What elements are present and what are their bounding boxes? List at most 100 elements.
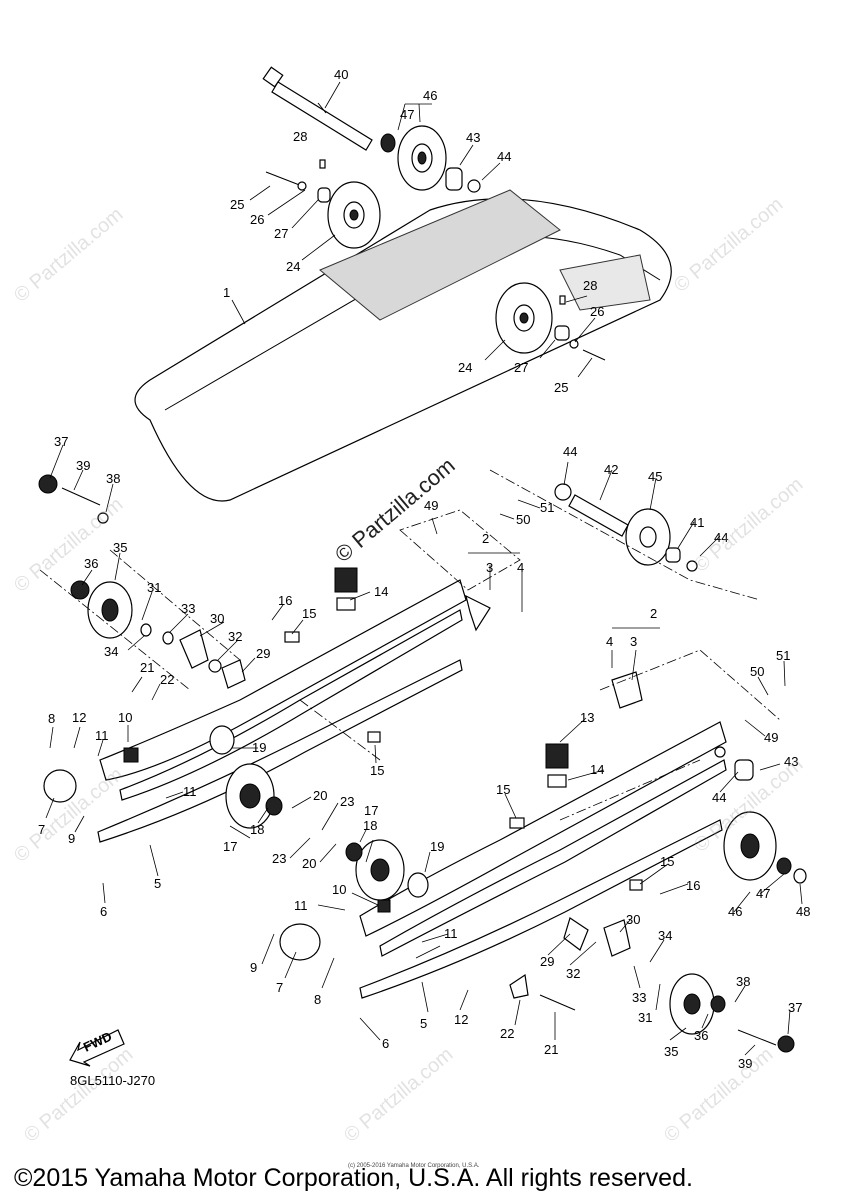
callout-4: 4	[517, 560, 524, 575]
shaft-42-wheel-45	[554, 483, 698, 572]
callout-35-b: 35	[664, 1044, 678, 1059]
callout-39-b: 39	[738, 1056, 752, 1071]
callout-46-b: 46	[728, 904, 742, 919]
callout-44-d: 44	[712, 790, 726, 805]
callout-7-b: 7	[276, 980, 283, 995]
callout-11: 11	[95, 728, 109, 743]
callout-29: 29	[256, 646, 270, 661]
callout-2-b: 2	[650, 606, 657, 621]
callout-13: 13	[580, 710, 594, 725]
callout-43-b: 43	[784, 754, 798, 769]
left-axle-assembly	[38, 474, 246, 689]
idler-wheel-46-top	[380, 125, 447, 191]
callout-47: 47	[400, 107, 414, 122]
callout-14: 14	[374, 584, 388, 599]
callout-47-b: 47	[756, 886, 770, 901]
callout-19-b: 19	[430, 839, 444, 854]
callout-26: 26	[250, 212, 264, 227]
callout-50: 50	[516, 512, 530, 527]
callout-38-b: 38	[736, 974, 750, 989]
callout-29-b: 29	[540, 954, 554, 969]
drawing-id: 8GL5110-J270	[70, 1073, 156, 1088]
callout-1: 1	[223, 285, 230, 300]
callout-27: 27	[274, 226, 288, 241]
callout-45: 45	[648, 469, 662, 484]
callout-30: 30	[210, 611, 224, 626]
small-copyright: (c) 2005-2016 Yamaha Motor Corporation, …	[348, 1163, 480, 1169]
callout-28-b: 28	[583, 278, 597, 293]
callout-43: 43	[466, 130, 480, 145]
callout-31: 31	[147, 580, 161, 595]
callout-28: 28	[293, 129, 307, 144]
callout-36-b: 36	[694, 1028, 708, 1043]
callout-11-b: 11	[183, 784, 197, 799]
callout-4-b: 4	[606, 634, 613, 649]
callout-37-b: 37	[788, 1000, 802, 1015]
callout-10-b: 10	[332, 882, 346, 897]
callout-25-b: 25	[554, 380, 568, 395]
callout-15-b: 15	[370, 763, 384, 778]
callout-27-b: 27	[514, 360, 528, 375]
callout-15: 15	[302, 606, 316, 621]
callout-34: 34	[104, 644, 118, 659]
right-slide-rail	[279, 671, 807, 1053]
idler-wheel-24-top	[265, 159, 381, 249]
copyright-notice: ©2015 Yamaha Motor Corporation, U.S.A. A…	[14, 1164, 693, 1192]
callout-42: 42	[604, 462, 618, 477]
callout-21: 21	[140, 660, 154, 675]
callout-23-b: 23	[272, 851, 286, 866]
callout-5-b: 5	[420, 1016, 427, 1031]
callout-17: 17	[223, 839, 237, 854]
callout-50-b: 50	[750, 664, 764, 679]
callout-18: 18	[250, 822, 264, 837]
callout-33-b: 33	[632, 990, 646, 1005]
callout-24-b: 24	[458, 360, 472, 375]
callout-23: 23	[340, 794, 354, 809]
collar-43-top	[445, 167, 481, 193]
callout-5: 5	[154, 876, 161, 891]
callout-44: 44	[497, 149, 511, 164]
callout-25: 25	[230, 197, 244, 212]
callout-26-b: 26	[590, 304, 604, 319]
callout-49: 49	[424, 498, 438, 513]
callout-11-d: 11	[444, 926, 458, 941]
leader-lines	[45, 81, 803, 1056]
forward-arrow-icon: FWD	[69, 1029, 125, 1067]
callout-9-b: 9	[250, 960, 257, 975]
callout-8-b: 8	[314, 992, 321, 1007]
callout-22-b: 22	[500, 1026, 514, 1041]
callout-39: 39	[76, 458, 90, 473]
callout-15-c: 15	[496, 782, 510, 797]
callout-17-b: 17	[364, 803, 378, 818]
callout-3-b: 3	[630, 634, 637, 649]
callout-7: 7	[38, 822, 45, 837]
callout-37: 37	[54, 434, 68, 449]
callout-11-c: 11	[294, 898, 308, 913]
callout-2: 2	[482, 531, 489, 546]
callout-44-c: 44	[714, 530, 728, 545]
left-slide-rail	[43, 567, 491, 843]
callout-20: 20	[313, 788, 327, 803]
assembly-frames	[39, 469, 781, 821]
callout-30-b: 30	[626, 912, 640, 927]
callout-6-b: 6	[382, 1036, 389, 1051]
callout-19: 19	[252, 740, 266, 755]
callout-15-d: 15	[660, 854, 674, 869]
callout-36: 36	[84, 556, 98, 571]
rear-axle-shaft	[262, 66, 373, 151]
callout-21-b: 21	[544, 1042, 558, 1057]
callout-35: 35	[113, 540, 127, 555]
callout-22: 22	[160, 672, 174, 687]
callout-33: 33	[181, 601, 195, 616]
callout-41: 41	[690, 515, 704, 530]
callout-8: 8	[48, 711, 55, 726]
callout-12: 12	[72, 710, 86, 725]
callout-32-b: 32	[566, 966, 580, 981]
callout-9: 9	[68, 831, 75, 846]
callout-31-b: 31	[638, 1010, 652, 1025]
callout-44-b: 44	[563, 444, 577, 459]
callout-6: 6	[100, 904, 107, 919]
callout-32: 32	[228, 629, 242, 644]
callout-labels: 40 46 47 28 43 44 25 26 27 24 1 28 26 24…	[38, 67, 810, 1071]
